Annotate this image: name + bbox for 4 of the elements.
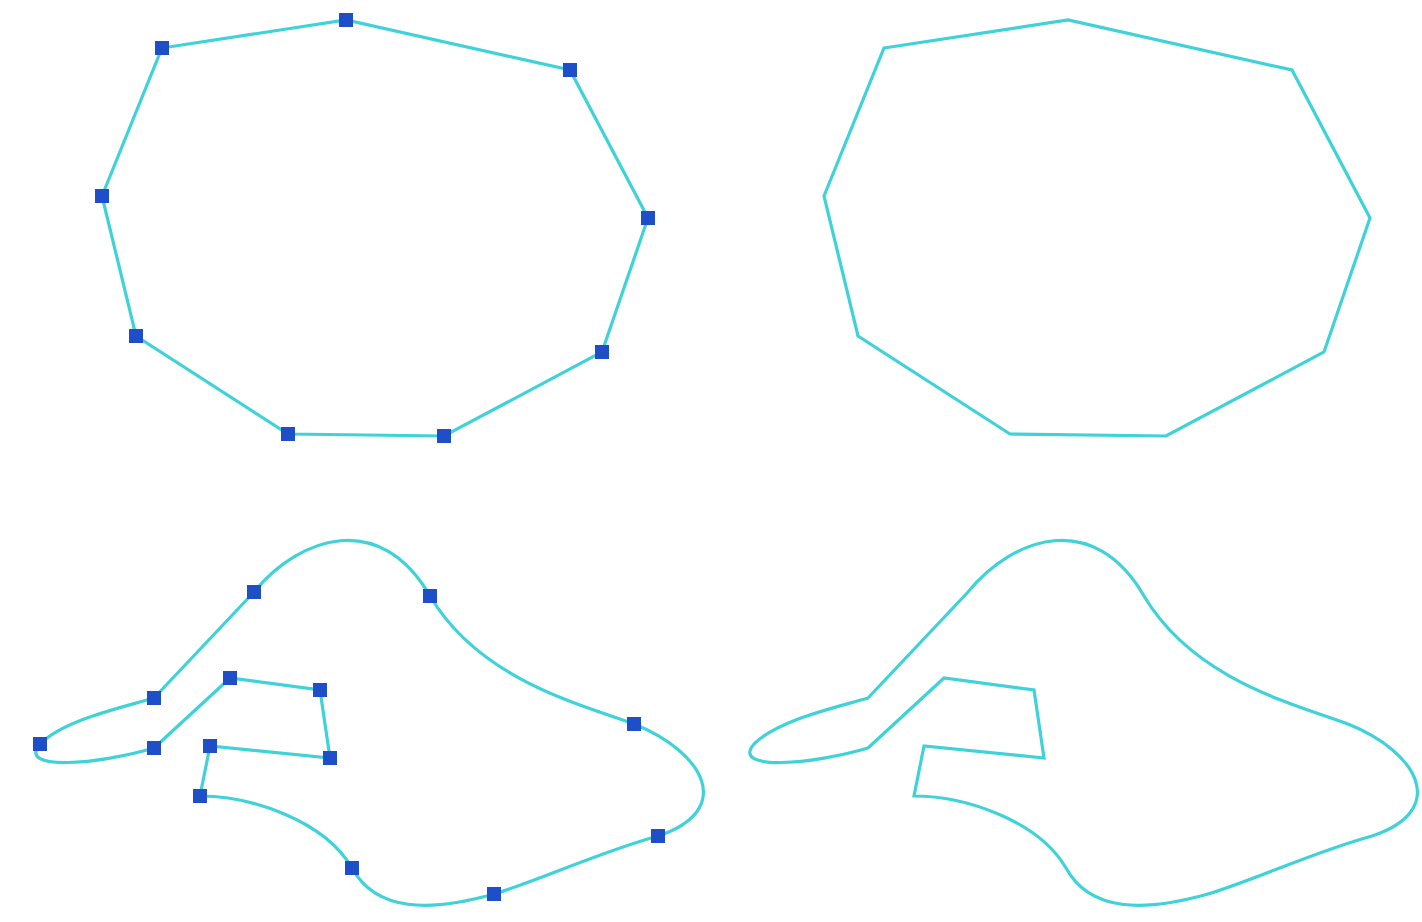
curve-with-vertices-drawing <box>33 539 705 907</box>
polygon-drawing <box>822 18 1372 438</box>
polygon-with-vertices-drawing <box>95 13 655 443</box>
curve-drawing <box>748 539 1419 907</box>
